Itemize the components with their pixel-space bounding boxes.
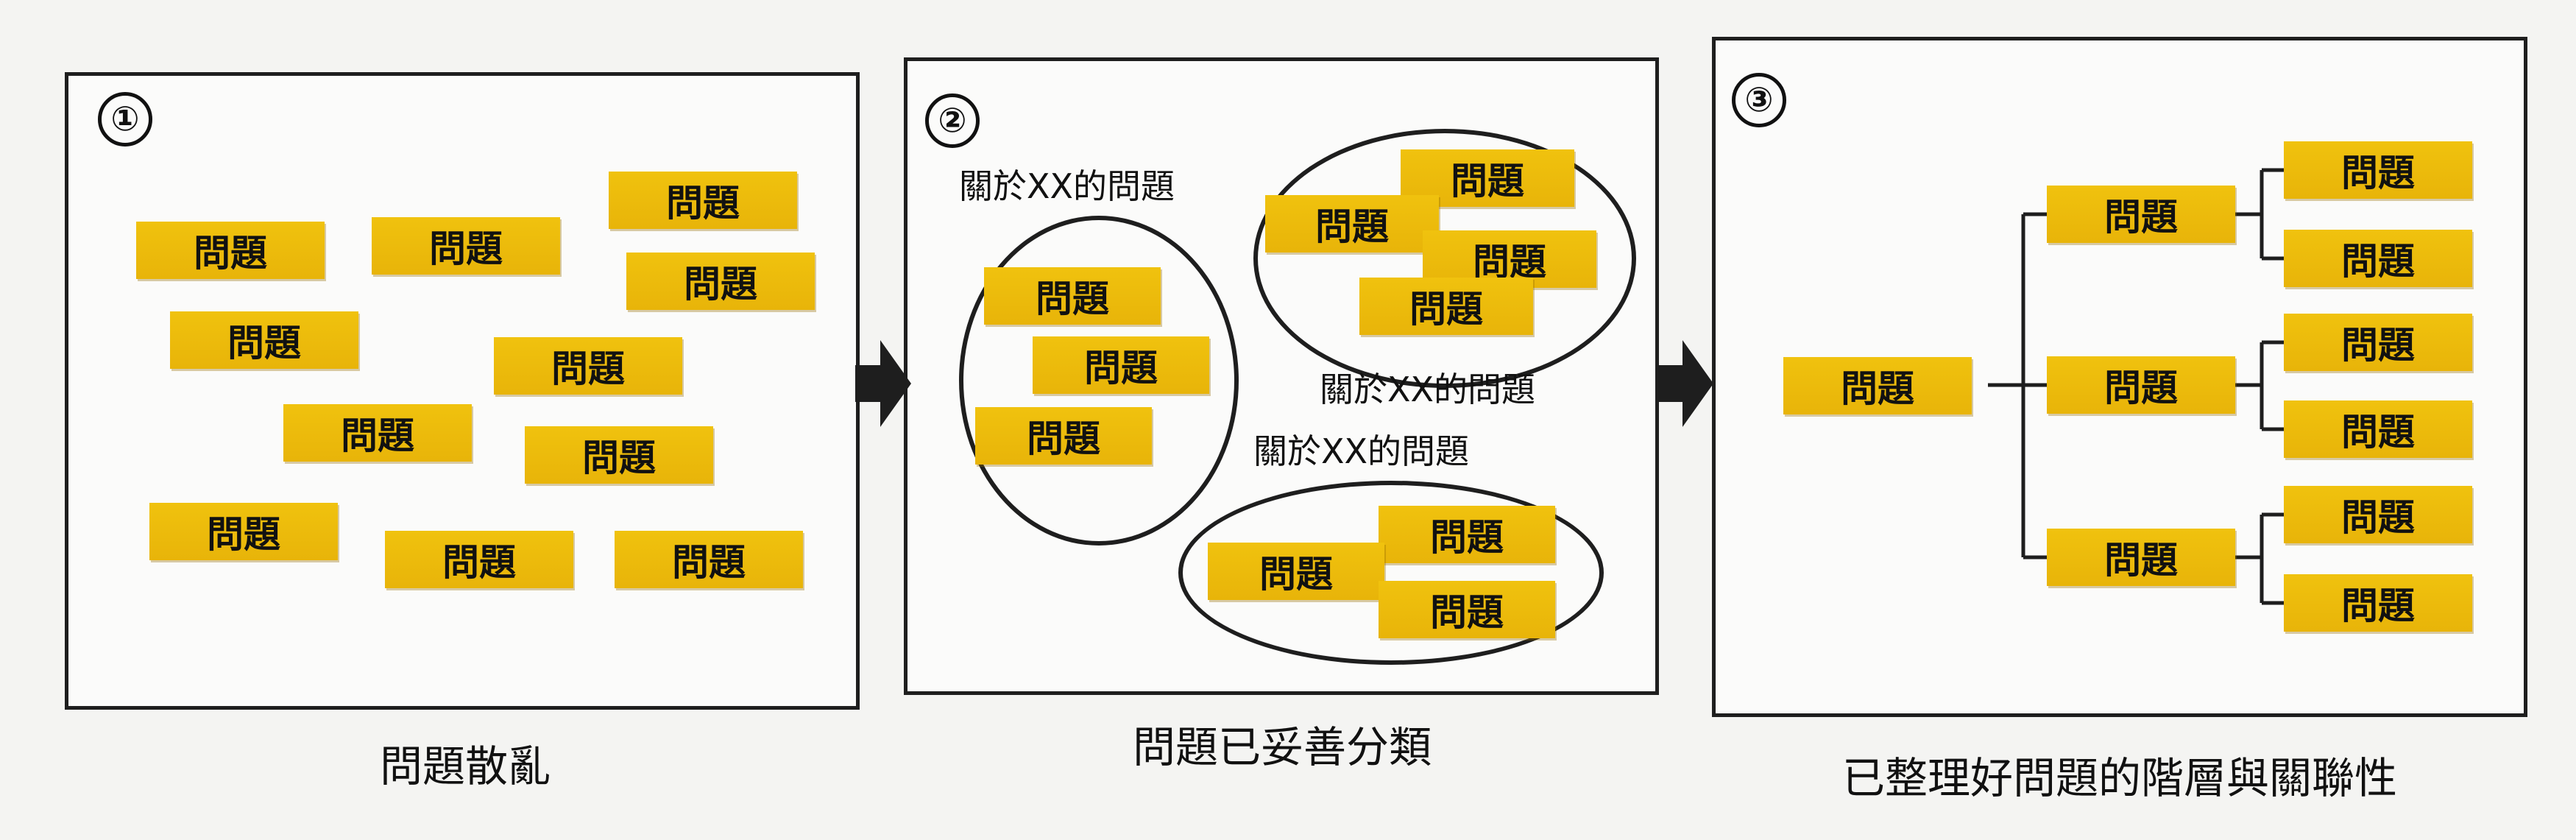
leaf-note: 問題	[2284, 141, 2472, 199]
root-note: 問題	[1783, 357, 1972, 414]
sticky-note: 問題	[626, 253, 815, 310]
sticky-note: 問題	[494, 337, 682, 395]
sticky-note: 問題	[1423, 230, 1596, 288]
caption-1: 問題散亂	[379, 741, 551, 791]
branch-note: 問題	[2047, 186, 2235, 243]
sticky-note: 問題	[385, 531, 573, 588]
sticky-note: 問題	[170, 311, 358, 369]
sticky-note: 問題	[283, 404, 472, 462]
caption-2: 問題已妥善分類	[1132, 722, 1432, 772]
group-ellipse	[959, 216, 1239, 546]
panel-number-2: ②	[925, 93, 980, 148]
leaf-note: 問題	[2284, 230, 2472, 287]
sticky-note: 問題	[1359, 278, 1533, 335]
group-ellipse	[1178, 481, 1604, 665]
sticky-note: 問題	[136, 222, 325, 279]
arrow-right-icon	[1657, 340, 1713, 427]
sticky-note: 問題	[1379, 581, 1555, 638]
sticky-note: 問題	[984, 267, 1161, 325]
group-ellipse	[1253, 129, 1636, 388]
sticky-note: 問題	[149, 503, 338, 560]
panel-classified: ② 關於XX的問題 問題 問題 問題 問題 問題 問題 問題 關於XX的問題 關…	[904, 57, 1659, 695]
leaf-note: 問題	[2284, 574, 2472, 632]
group-label: 關於XX的問題	[959, 166, 1175, 206]
panel-number-1: ①	[98, 92, 152, 147]
sticky-note: 問題	[1208, 543, 1384, 600]
panel-scattered: ① 問題 問題 問題 問題 問題 問題 問題 問題 問題 問題 問題	[65, 72, 860, 710]
branch-note: 問題	[2047, 356, 2235, 414]
leaf-note: 問題	[2284, 314, 2472, 371]
sticky-note: 問題	[1265, 195, 1439, 253]
caption-3: 已整理好問題的階層與關聯性	[1841, 753, 2398, 803]
sticky-note: 問題	[1033, 336, 1209, 394]
branch-note: 問題	[2047, 529, 2235, 586]
sticky-note: 問題	[609, 172, 797, 229]
sticky-note: 問題	[372, 217, 560, 275]
sticky-note: 問題	[1379, 506, 1555, 563]
leaf-note: 問題	[2284, 486, 2472, 543]
arrow-right-icon	[855, 340, 911, 427]
group-label: 關於XX的問題	[1253, 431, 1470, 471]
leaf-note: 問題	[2284, 400, 2472, 458]
sticky-note: 問題	[975, 407, 1152, 465]
panel-hierarchy: ③ 問題 問題 問題 問題 問題 問題 問題 問題 問題 問題	[1712, 37, 2527, 717]
panel-number-3: ③	[1732, 73, 1786, 127]
sticky-note: 問題	[615, 531, 803, 588]
tree-connectors	[1988, 168, 2284, 605]
group-label: 關於XX的問題	[1320, 370, 1536, 409]
sticky-note: 問題	[525, 426, 713, 484]
